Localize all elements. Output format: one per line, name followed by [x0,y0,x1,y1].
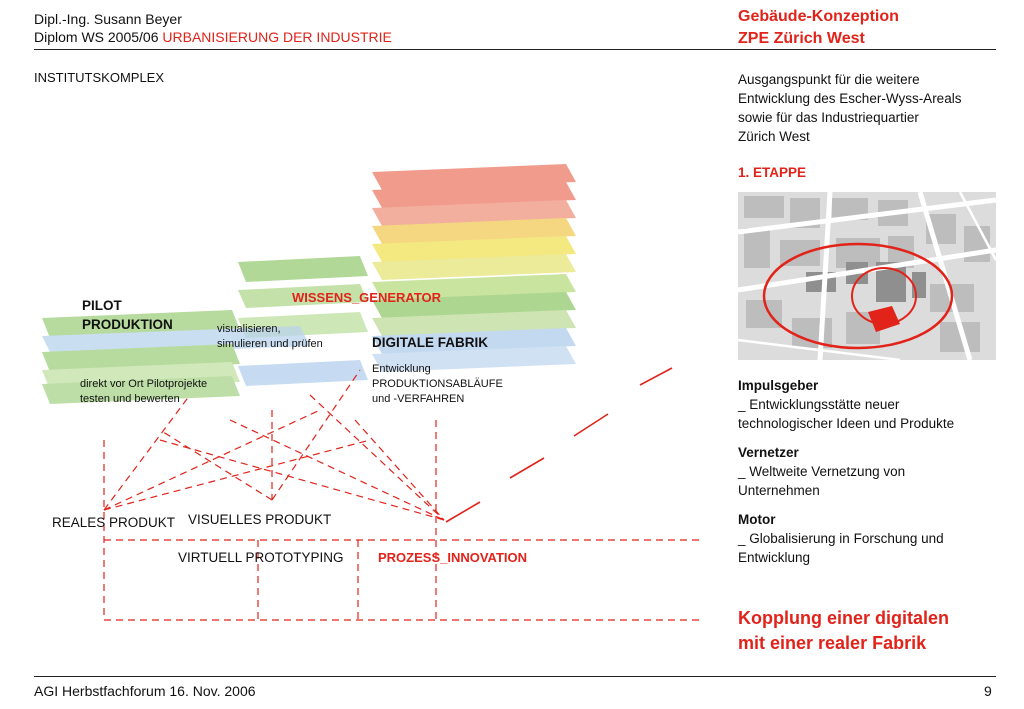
pilot-desc-line1: direkt vor Ort Pilotprojekte [80,378,208,390]
motor-line2: Entwicklung [738,550,811,565]
visuelles-produkt-label: VISUELLES PRODUKT [188,512,332,527]
vernetzer-line2: Unternehmen [738,483,820,498]
intro-line1: Ausgangspunkt für die weitere [738,72,920,87]
pilot-produktion-line2: PRODUKTION [82,317,173,332]
impulsgeber-title: Impulsgeber [738,378,819,393]
solid-strokes [445,367,673,523]
visualisieren-line2: simulieren und prüfen [217,338,323,350]
intro-line3: sowie für das Industriequartier [738,110,919,125]
vernetzer-title: Vernetzer [738,445,799,460]
pilot-layers [42,310,310,404]
wissens-generator-label: WISSENS_GENERATOR [292,290,442,305]
pilot-produktion-line1: PILOT [82,298,122,313]
digitale-fabrik-desc-line2: PRODUKTIONSABLÄUFE [372,378,503,390]
impulsgeber-line2: technologischer Ideen und Produkte [738,416,955,431]
tower-layers [372,164,576,372]
page-number: 9 [984,683,992,699]
reales-produkt-label: REALES PRODUKT [52,515,176,530]
footer-event: AGI Herbstfachforum 16. Nov. 2006 [34,683,256,699]
intro-line2: Entwicklung des Escher-Wyss-Areals [738,91,962,106]
middle-layers [238,256,368,386]
footer-rule [34,676,996,677]
virtuell-prototyping-label: VIRTUELL PROTOTYPING [178,550,344,565]
course-line: Diplom WS 2005/06 URBANISIERUNG DER INDU… [34,28,392,46]
author-name: Dipl.-Ing. Susann Beyer [34,11,182,27]
prozess-innovation-label: PROZESS_INNOVATION [378,550,528,565]
motor-line1: _ Globalisierung in Forschung und [738,531,944,546]
conclusion-line1: Kopplung einer digitalen [738,608,949,628]
course-topic: URBANISIERUNG DER INDUSTRIE [162,29,392,45]
slide-title-line1: Gebäude-Konzeption [738,8,899,25]
conclusion-line2: mit einer realer Fabrik [738,633,927,653]
etappe-label: 1. ETAPPE [738,165,807,180]
motor-title: Motor [738,512,776,527]
visualisieren-line1: visualisieren, [217,323,281,335]
digitale-fabrik-label: DIGITALE FABRIK [372,335,488,350]
impulsgeber-line1: _ Entwicklungsstätte neuer [738,397,900,412]
header-rule [34,49,996,50]
pilot-desc-line2: testen und bewerten [80,393,180,405]
course-prefix: Diplom WS 2005/06 [34,29,163,45]
section-title: INSTITUTSKOMPLEX [34,70,165,85]
dashed-connectors [103,369,700,621]
digitale-fabrik-desc-line3: und -VERFAHREN [372,393,465,405]
slide-title-line2: ZPE Zürich West [738,30,865,47]
intro-line4: Zürich West [738,129,810,144]
vernetzer-line1: _ Weltweite Vernetzung von [738,464,906,479]
digitale-fabrik-desc-line1: Entwicklung [372,363,431,375]
